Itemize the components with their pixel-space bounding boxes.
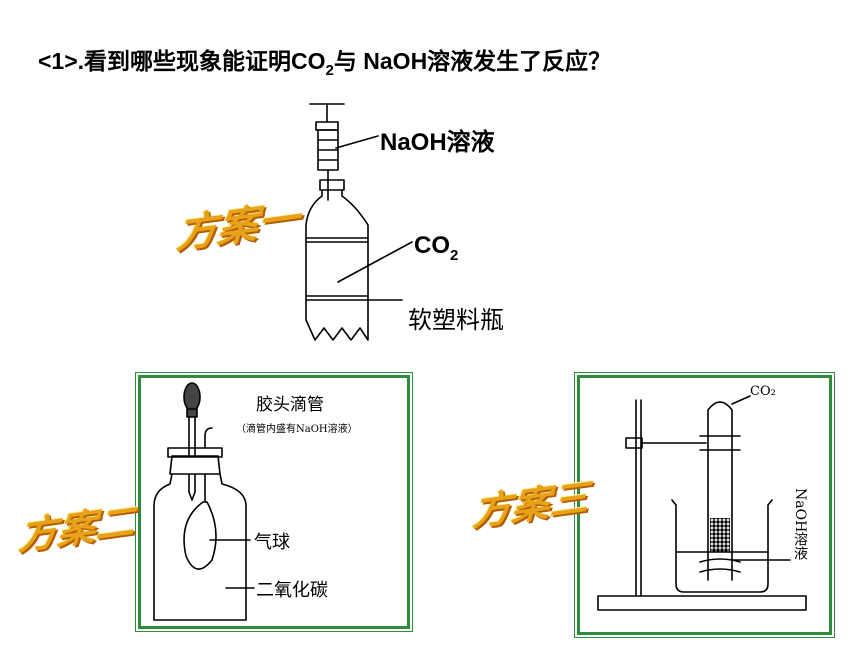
tube-liquid — [710, 518, 730, 552]
plan3-frame — [574, 372, 835, 638]
balloon — [183, 501, 217, 570]
stopper-top — [167, 447, 223, 458]
bottle-right-wall — [341, 189, 369, 321]
plan2-apparatus — [153, 382, 255, 621]
label-balloon: 气球 — [254, 532, 290, 553]
stand-base — [597, 595, 807, 611]
label-soft-bottle: 软塑料瓶 — [408, 306, 504, 334]
stopper — [169, 455, 221, 475]
label-co2-main: CO — [414, 232, 450, 259]
label-co2-sub: 2 — [450, 247, 459, 264]
jar-left-wall — [153, 473, 173, 621]
bottle-bottom — [305, 319, 369, 341]
plan3-apparatus — [597, 395, 807, 611]
plan2-frame — [135, 372, 413, 632]
label-dropper: 胶头滴管 — [256, 395, 324, 415]
label-naoh-vertical: NaOH溶液 — [792, 488, 808, 561]
beaker — [671, 499, 773, 593]
clamp-boss — [625, 437, 643, 449]
label-co2-tube: CO₂ — [750, 384, 776, 399]
label-co2: CO2 — [414, 232, 458, 264]
question-prefix: <1>.看到哪些现象能证明CO — [38, 48, 326, 74]
leader-co2 — [337, 241, 413, 283]
leader-naoh — [335, 135, 379, 149]
plan1-apparatus — [305, 103, 413, 341]
question-suffix: 与 NaOH溶液发生了反应？ — [333, 48, 612, 74]
label-naoh-solution: NaOH溶液 — [380, 129, 495, 156]
bottle-cap — [319, 179, 345, 191]
leader-co2-tube — [731, 395, 751, 405]
dropper-bulb — [183, 382, 201, 412]
label-dropper-note: （滴管内盛有NaOH溶液） — [236, 424, 358, 435]
question-text: <1>.看到哪些现象能证明CO2与 NaOH溶液发生了反应？ — [38, 42, 612, 79]
test-tube — [707, 401, 733, 581]
jar-right-wall — [219, 473, 247, 621]
bottle-left-wall — [305, 189, 323, 321]
question-subscript: 2 — [325, 62, 334, 79]
label-carbon-dioxide: 二氧化碳 — [256, 580, 328, 601]
